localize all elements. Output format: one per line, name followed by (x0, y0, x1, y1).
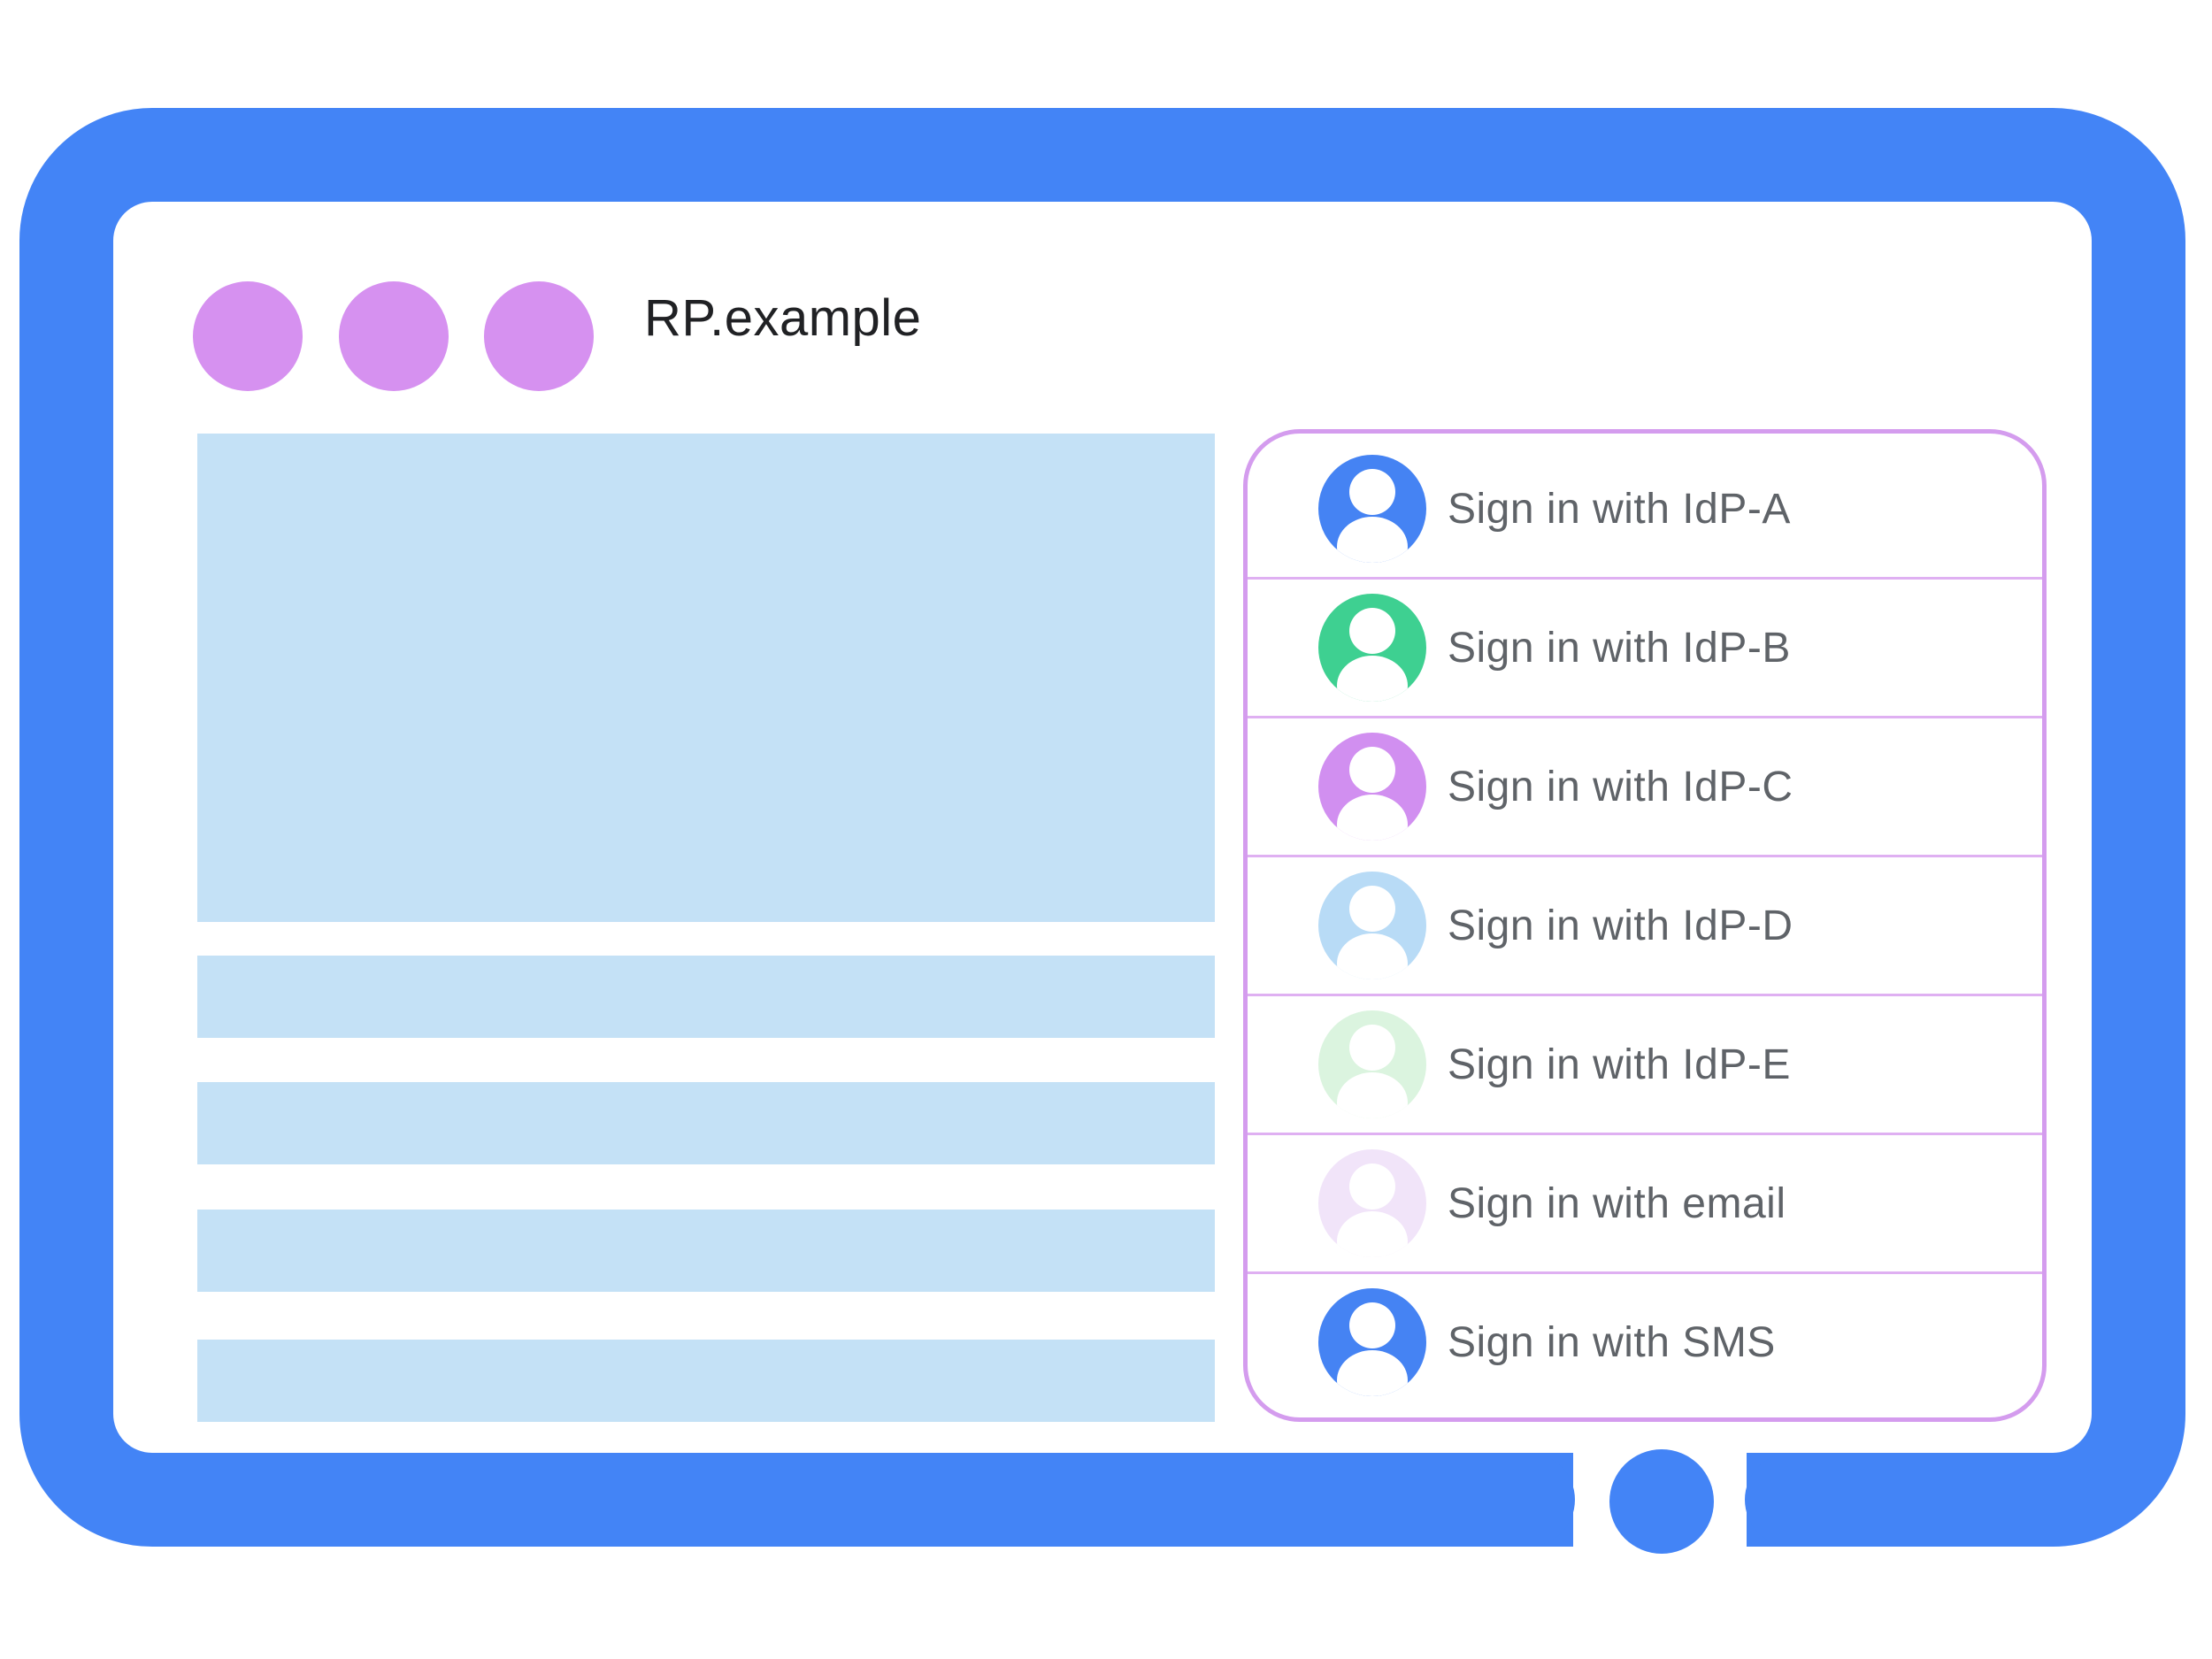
signin-row-label: Sign in with IdP-C (1448, 763, 1793, 810)
signin-row-sms[interactable]: Sign in with SMS (1248, 1271, 2042, 1410)
content-placeholder-line (197, 1210, 1215, 1292)
person-circle-icon (1318, 1010, 1426, 1118)
frame-bottom-bar-right-end (1745, 1453, 1842, 1547)
signin-row-idp-a[interactable]: Sign in with IdP-A (1248, 441, 2042, 577)
signin-row-email[interactable]: Sign in with email (1248, 1133, 2042, 1271)
frame-bottom-bar-left-end (1478, 1453, 1575, 1547)
content-placeholder-line (197, 1082, 1215, 1164)
signin-row-label: Sign in with IdP-B (1448, 624, 1791, 672)
person-circle-icon (1318, 872, 1426, 979)
person-circle-icon (1318, 733, 1426, 841)
content-placeholder-line (197, 956, 1215, 1038)
signin-row-label: Sign in with SMS (1448, 1318, 1776, 1366)
window-dot-icon (193, 281, 303, 391)
person-circle-icon (1318, 1149, 1426, 1257)
signin-chooser-panel: Sign in with IdP-A Sign in with IdP-B Si… (1243, 429, 2047, 1422)
person-circle-icon (1318, 594, 1426, 702)
content-placeholder-hero (197, 434, 1215, 922)
signin-row-label: Sign in with IdP-A (1448, 485, 1791, 533)
home-button-icon (1609, 1449, 1714, 1554)
window-dot-icon (484, 281, 594, 391)
signin-row-label: Sign in with email (1448, 1179, 1786, 1227)
person-circle-icon (1318, 1288, 1426, 1396)
window-dot-icon (339, 281, 449, 391)
signin-row-idp-d[interactable]: Sign in with IdP-D (1248, 855, 2042, 994)
signin-row-idp-b[interactable]: Sign in with IdP-B (1248, 577, 2042, 716)
signin-row-label: Sign in with IdP-E (1448, 1041, 1791, 1088)
signin-row-idp-c[interactable]: Sign in with IdP-C (1248, 716, 2042, 855)
content-placeholder-line (197, 1340, 1215, 1422)
signin-row-idp-e[interactable]: Sign in with IdP-E (1248, 994, 2042, 1133)
person-circle-icon (1318, 455, 1426, 563)
signin-row-label: Sign in with IdP-D (1448, 902, 1793, 949)
site-url-label: RP.example (644, 289, 922, 347)
